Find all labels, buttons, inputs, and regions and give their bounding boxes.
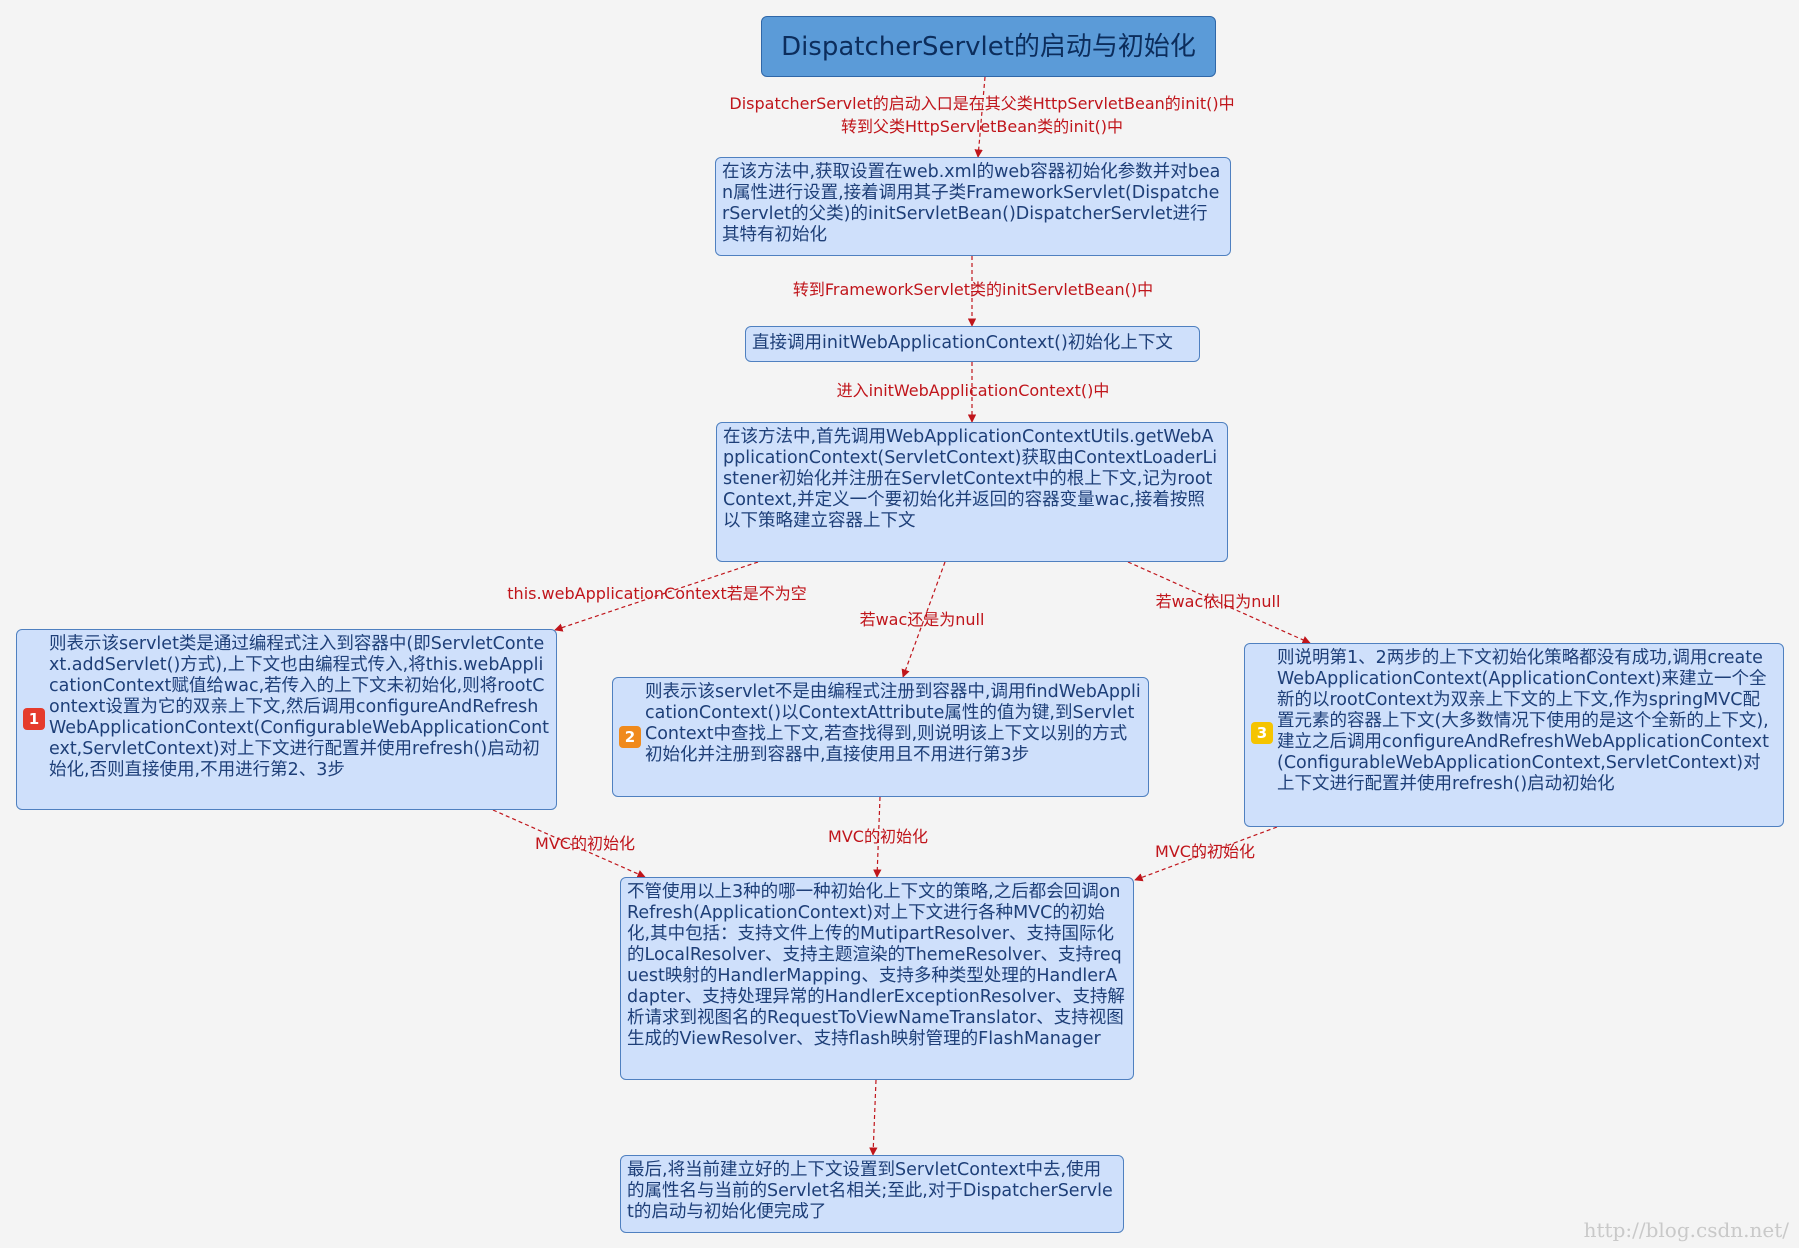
node-text: 则表示该servlet类是通过编程式注入到容器中(即ServletContext… — [49, 634, 550, 780]
edge-n4-to-n5 — [869, 1079, 878, 1156]
node-get-root-context: 在该方法中,首先调用WebApplicationContextUtils.get… — [716, 422, 1228, 562]
edge-label-mvc-2: MVC的初始化 — [828, 827, 928, 846]
node-text: 最后,将当前建立好的上下文设置到ServletContext中去,使用的属性名与… — [627, 1160, 1113, 1222]
edge-label-framework: 转到FrameworkServlet类的initServletBean()中 — [792, 280, 1154, 299]
edge-n3-to-b3 — [1127, 561, 1311, 644]
node-call-init-web-app-context: 直接调用initWebApplicationContext()初始化上下文 — [745, 326, 1200, 362]
watermark: http://blog.csdn.net/ — [1583, 1218, 1789, 1242]
edge-label-enter-init: 进入initWebApplicationContext()中 — [836, 381, 1110, 400]
node-branch-3: 3 则说明第1、2两步的上下文初始化策略都没有成功,调用createWebApp… — [1244, 643, 1784, 827]
node-branch-1: 1 则表示该servlet类是通过编程式注入到容器中(即ServletConte… — [16, 629, 557, 810]
node-text: 则表示该servlet不是由编程式注册到容器中,调用findWebApplica… — [645, 682, 1141, 765]
node-text: 则说明第1、2两步的上下文初始化策略都没有成功,调用createWebAppli… — [1277, 648, 1769, 794]
node-text: 在该方法中,首先调用WebApplicationContextUtils.get… — [723, 427, 1218, 531]
node-text: 直接调用initWebApplicationContext()初始化上下文 — [752, 333, 1173, 353]
badge-2-icon: 2 — [619, 726, 641, 748]
edge-label-wac-null: 若wac还是为null — [859, 610, 985, 629]
diagram-title-text: DispatcherServlet的启动与初始化 — [781, 31, 1196, 62]
badge-1-icon: 1 — [23, 708, 45, 730]
edge-b2-to-n4 — [873, 796, 882, 878]
badge-3-icon: 3 — [1251, 722, 1273, 744]
edge-label-entry-2: 转到父类HttpServletBean类的init()中 — [841, 117, 1123, 136]
edge-n3-to-b1 — [554, 561, 759, 632]
node-final: 最后,将当前建立好的上下文设置到ServletContext中去,使用的属性名与… — [620, 1155, 1124, 1233]
edge-label-mvc-3: MVC的初始化 — [1155, 842, 1255, 861]
edge-b3-to-n4 — [1134, 826, 1278, 882]
edge-label-mvc-1: MVC的初始化 — [535, 834, 635, 853]
diagram-title: DispatcherServlet的启动与初始化 — [761, 16, 1216, 77]
edge-title-to-n1 — [974, 76, 986, 158]
node-text: 在该方法中,获取设置在web.xml的web容器初始化参数并对bean属性进行设… — [722, 162, 1221, 245]
node-mvc-init: 不管使用以上3种的哪一种初始化上下文的策略,之后都会回调onRefresh(Ap… — [620, 877, 1134, 1080]
node-branch-2: 2 则表示该servlet不是由编程式注册到容器中,调用findWebAppli… — [612, 677, 1149, 797]
node-text: 不管使用以上3种的哪一种初始化上下文的策略,之后都会回调onRefresh(Ap… — [627, 882, 1125, 1049]
edge-label-entry-1: DispatcherServlet的启动入口是在其父类HttpServletBe… — [729, 94, 1235, 113]
edge-label-wac-still-null: 若wac依旧为null — [1155, 592, 1281, 611]
edge-label-not-empty: this.webApplicationContext若是不为空 — [507, 584, 807, 603]
node-init-bean-properties: 在该方法中,获取设置在web.xml的web容器初始化参数并对bean属性进行设… — [715, 157, 1231, 256]
